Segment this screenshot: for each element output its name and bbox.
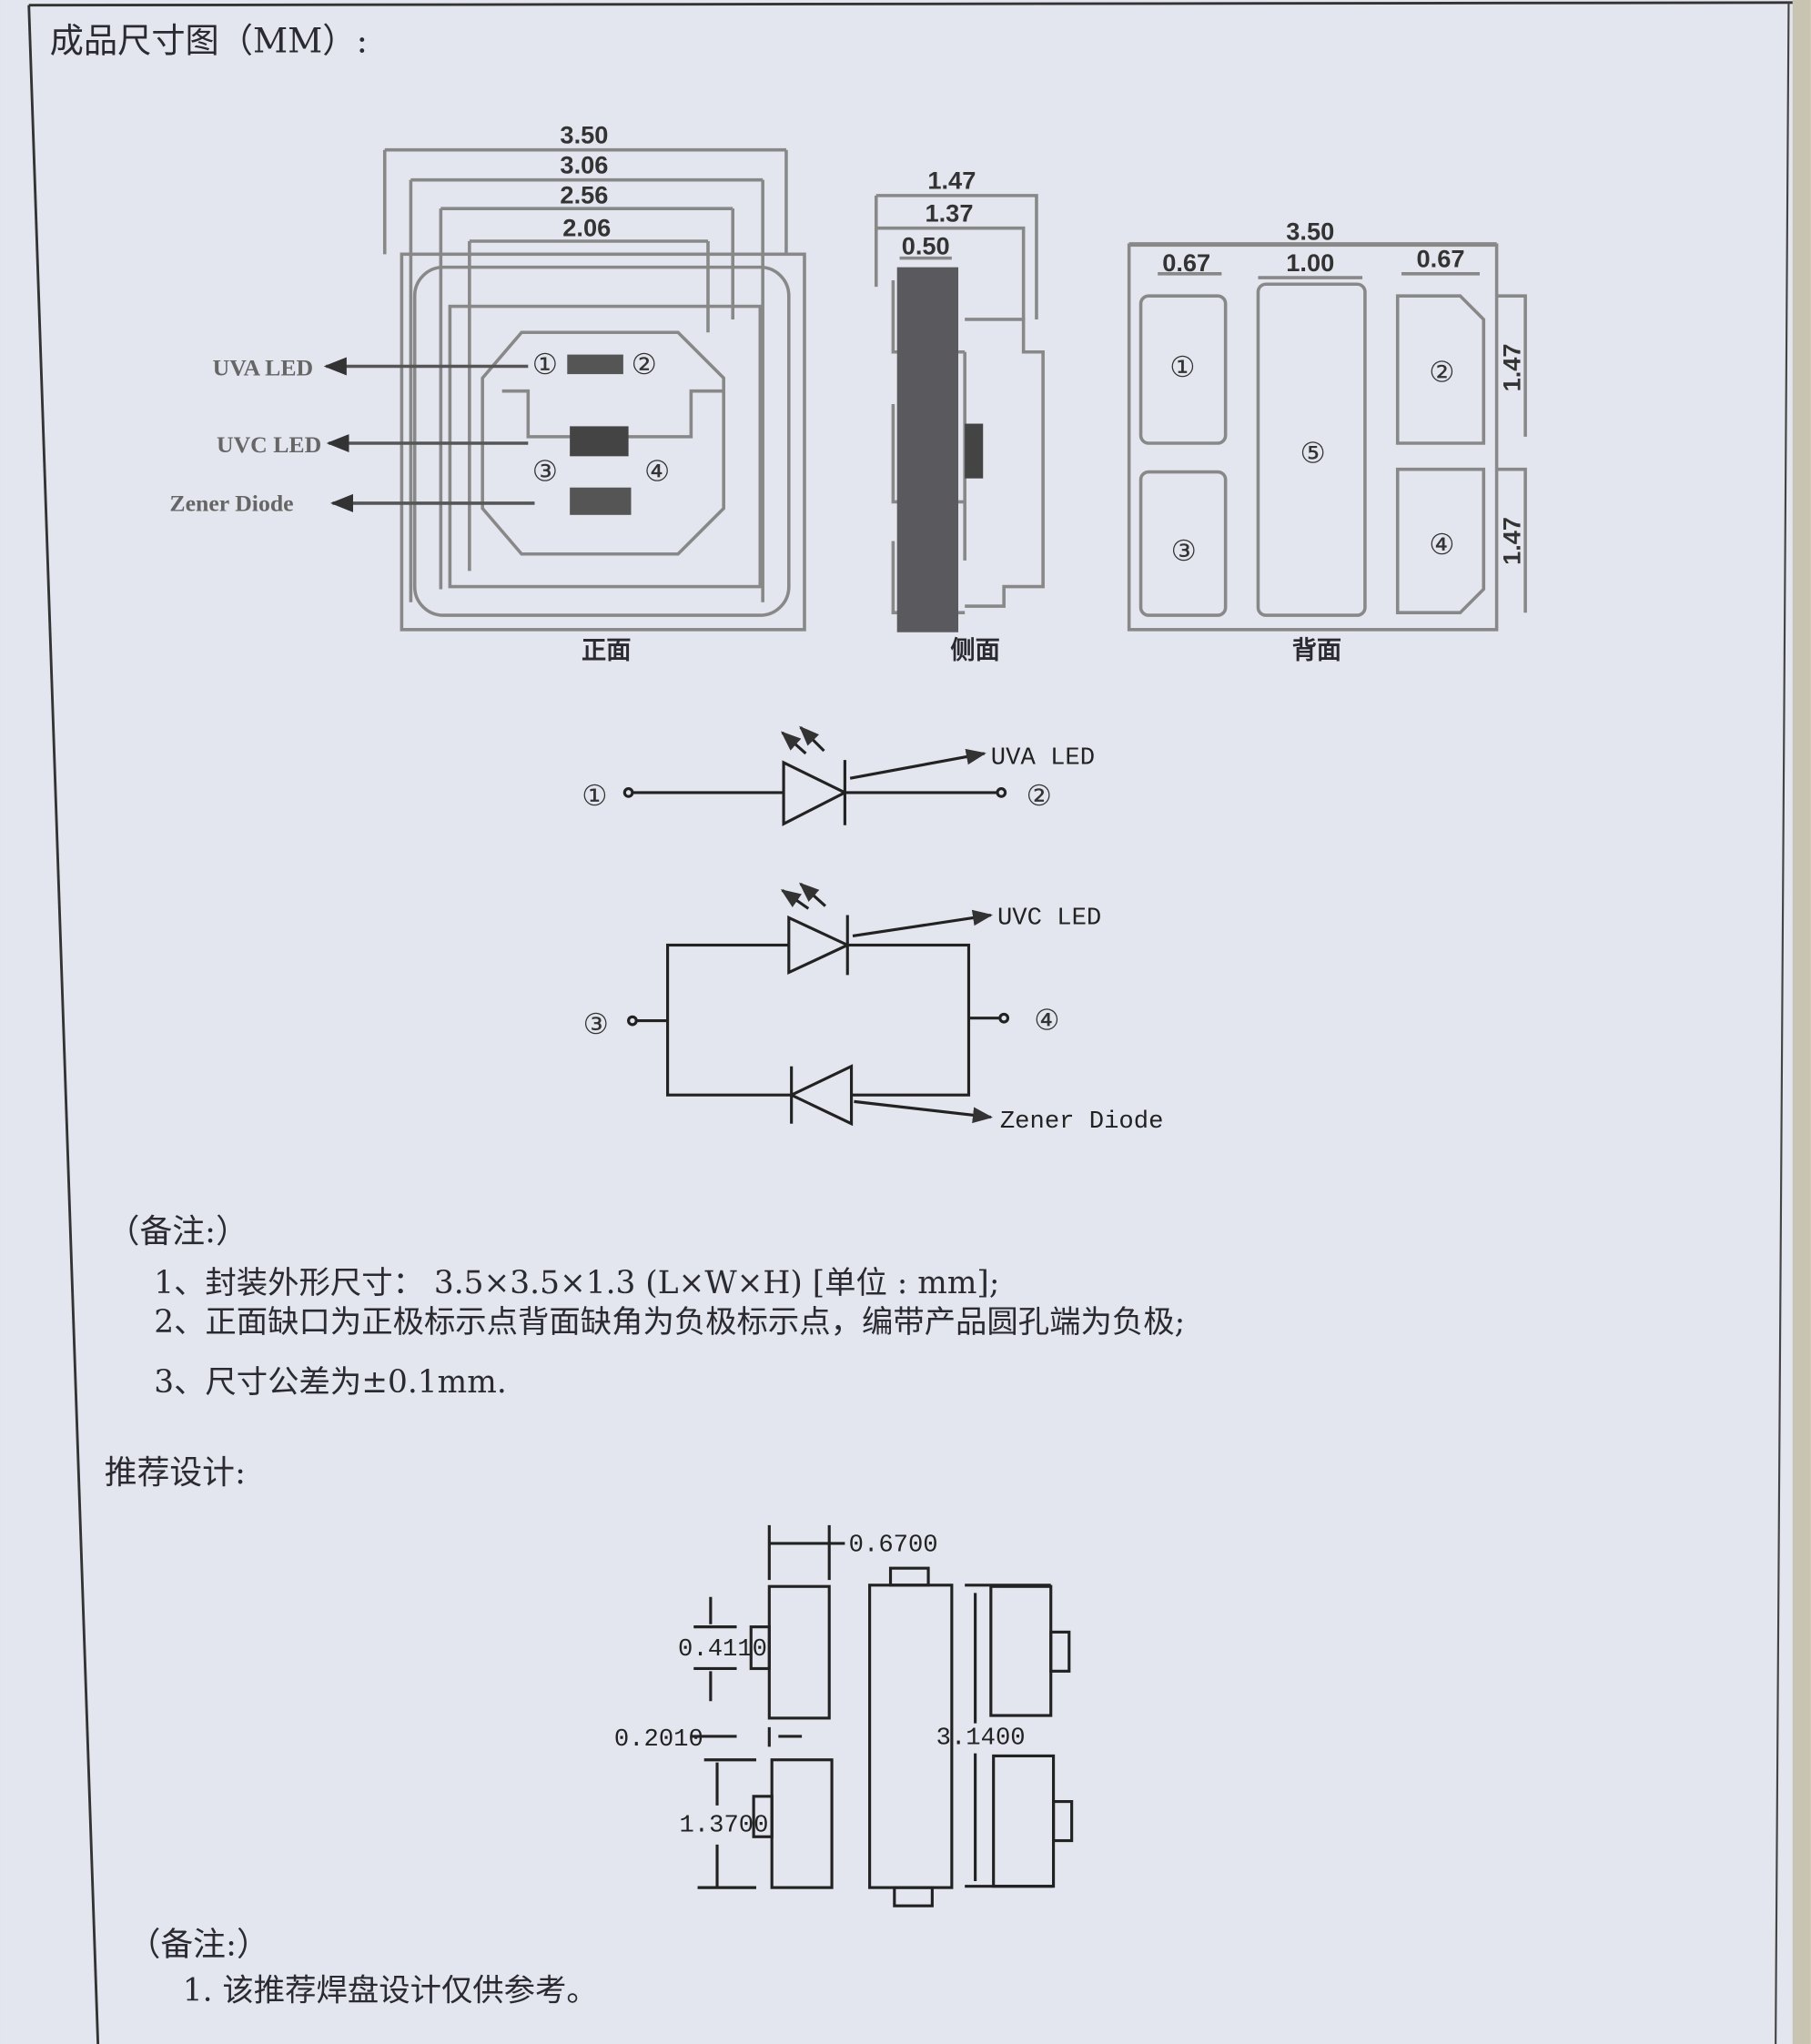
recommended-heading: 推荐设计: bbox=[105, 1454, 246, 1492]
zener-label: Zener Diode bbox=[1000, 1108, 1164, 1136]
dim-label: 3.06 bbox=[560, 151, 608, 179]
pin-4: ④ bbox=[1429, 529, 1454, 562]
pin-4: ④ bbox=[1034, 1005, 1059, 1037]
dim-label: 0.67 bbox=[1417, 245, 1465, 273]
recommended-pad-layout: 0.6700 0.4110 0.2010 1.3700 3.1400 bbox=[614, 1524, 1074, 1907]
dim-gap: 0.2010 bbox=[614, 1725, 703, 1754]
notes-heading: （备注:） bbox=[107, 1213, 248, 1250]
note-item: 2、正面缺口为正极标示点背面缺角为负极标示点，编带产品圆孔端为负极; bbox=[154, 1304, 1185, 1341]
front-view: 3.50 3.06 2.56 2.06 ① ② ③ ④ UVA LED UVC … bbox=[169, 121, 806, 664]
recommended-note: 1. 该推荐焊盘设计仅供参考。 bbox=[183, 1973, 598, 2009]
recommended-notes-heading: （备注:） bbox=[128, 1927, 269, 1964]
pin-2: ② bbox=[1027, 780, 1052, 813]
dim-label: 1.37 bbox=[926, 199, 974, 228]
back-view: 3.50 0.67 1.00 0.67 1.47 1.47 ① ② ③ ④ ⑤ … bbox=[1127, 218, 1527, 664]
pin-4: ④ bbox=[644, 456, 670, 489]
dim-label: 3.50 bbox=[560, 121, 608, 149]
pin-2: ② bbox=[1429, 357, 1454, 390]
page-border bbox=[27, 1, 1793, 2044]
pin-1: ① bbox=[1169, 351, 1195, 384]
pin-1: ① bbox=[532, 349, 558, 381]
view-label: 正面 bbox=[582, 635, 631, 664]
pin-1: ① bbox=[582, 780, 607, 813]
uva-chip bbox=[567, 354, 623, 375]
uvc-chip bbox=[570, 426, 629, 457]
dim-total-height: 3.1400 bbox=[936, 1725, 1026, 1753]
pin-3: ③ bbox=[532, 456, 558, 489]
side-view: 1.47 1.37 0.50 侧面 bbox=[874, 167, 1045, 664]
dim-label: 1.47 bbox=[927, 167, 976, 195]
pin-5: ⑤ bbox=[1300, 438, 1325, 471]
dim-label: 3.50 bbox=[1286, 218, 1334, 246]
dim-label: 0.67 bbox=[1162, 248, 1210, 277]
dim-label: 1.00 bbox=[1286, 248, 1334, 277]
pin-3: ③ bbox=[583, 1008, 609, 1041]
dim-pad-width: 0.6700 bbox=[849, 1532, 938, 1560]
pin-2: ② bbox=[632, 349, 657, 381]
uva-label: UVA LED bbox=[991, 744, 1095, 772]
uva-schematic: ① ② UVA LED bbox=[582, 725, 1095, 826]
view-label: 侧面 bbox=[950, 635, 999, 664]
uvc-label: UVC LED bbox=[997, 905, 1101, 933]
dim-label: 2.06 bbox=[562, 213, 611, 241]
callout-zener: Zener Diode bbox=[169, 491, 293, 517]
side-chip bbox=[965, 423, 984, 479]
dim-label: 1.47 bbox=[1497, 343, 1525, 391]
uvc-schematic: ③ ④ UVC LED Zener Diode bbox=[583, 882, 1164, 1136]
section-title: 成品尺寸图（MM）: bbox=[50, 20, 368, 60]
side-body bbox=[896, 267, 959, 632]
callout-uva: UVA LED bbox=[213, 355, 314, 381]
notes: （备注:） 1、封装外形尺寸： 3.5×3.5×1.3 (L×W×H) [单位 … bbox=[105, 1213, 1185, 1492]
callout-uvc: UVC LED bbox=[217, 431, 321, 458]
note-item: 1、封装外形尺寸： 3.5×3.5×1.3 (L×W×H) [单位 : mm]; bbox=[154, 1265, 999, 1301]
dim-label: 0.50 bbox=[902, 231, 950, 259]
note-item: 3、尺寸公差为±0.1mm. bbox=[154, 1364, 507, 1401]
zener-chip bbox=[570, 487, 632, 515]
dim-label: 1.47 bbox=[1497, 517, 1525, 565]
dim-label: 2.56 bbox=[560, 180, 608, 208]
dim-pad-height: 1.3700 bbox=[679, 1812, 768, 1840]
pin-3: ③ bbox=[1171, 535, 1197, 568]
dim-tab-height: 0.4110 bbox=[678, 1635, 767, 1664]
view-label: 背面 bbox=[1292, 635, 1341, 664]
